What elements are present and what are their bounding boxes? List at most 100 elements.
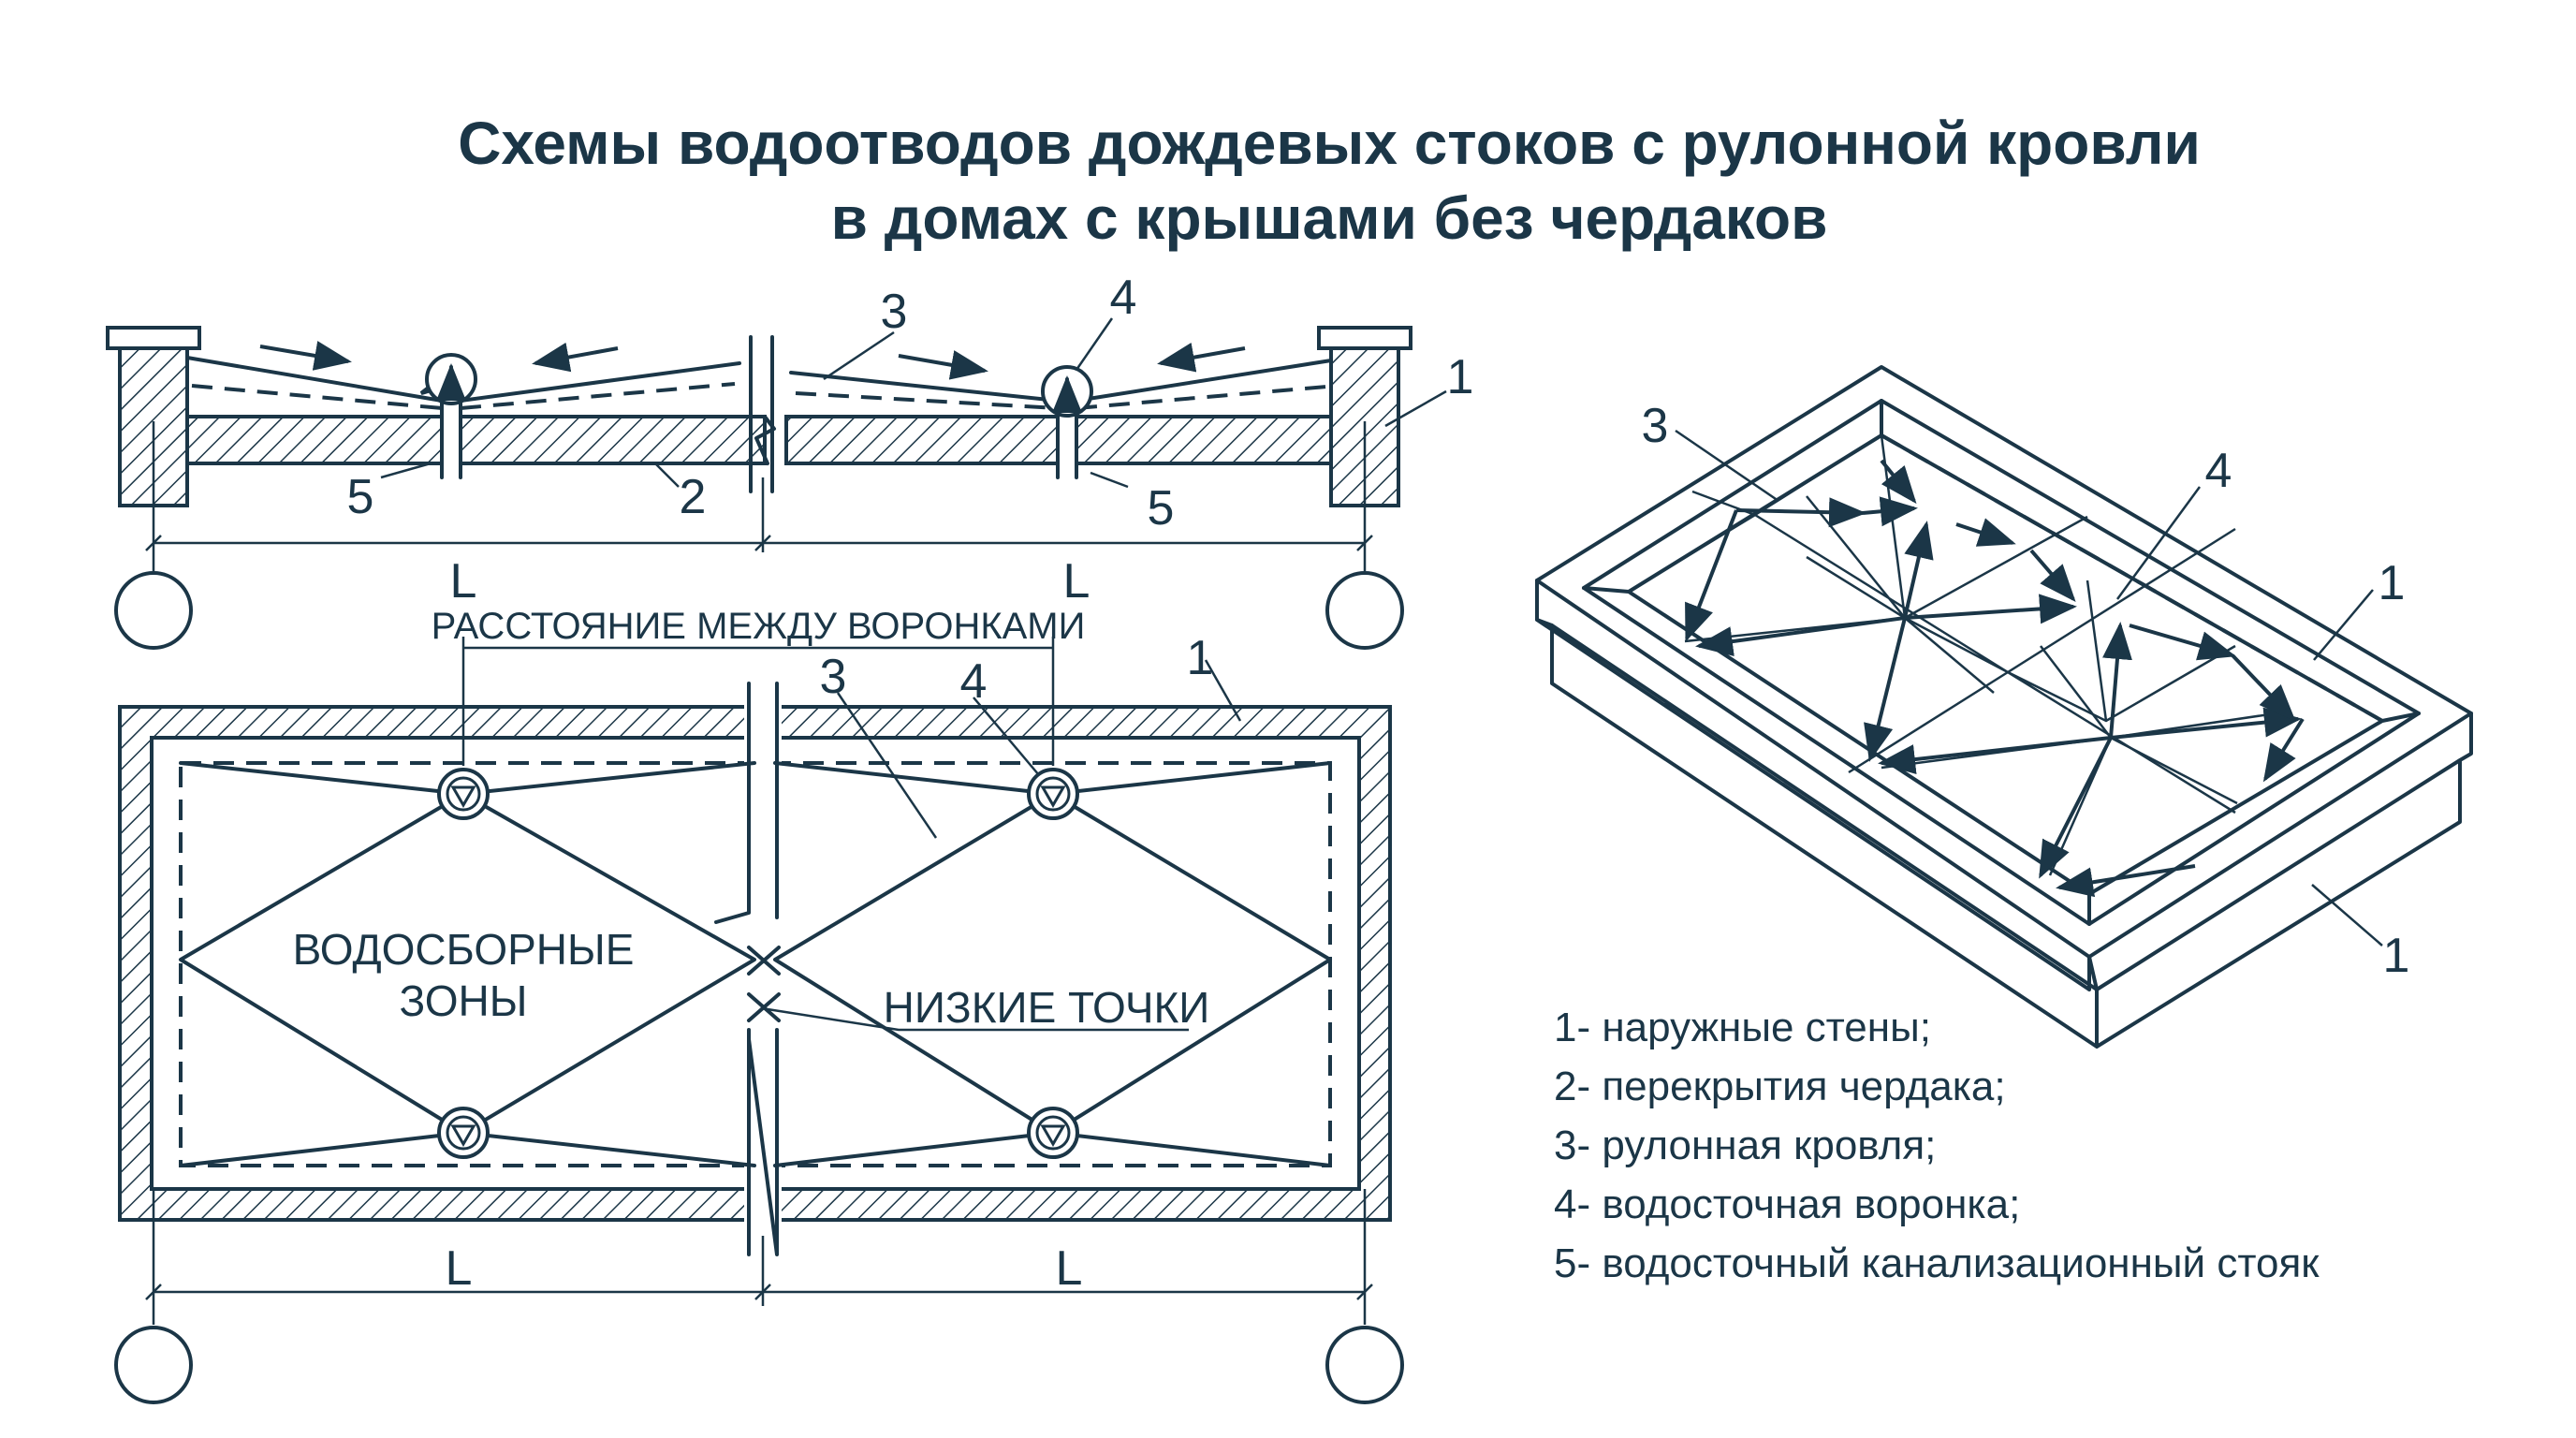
flow-arrow-3 <box>898 350 988 380</box>
iso-num-1a: 1 <box>2378 556 2406 610</box>
iso-leader-3 <box>1675 429 1779 503</box>
plan-dim-line <box>145 1284 1373 1300</box>
iso-arrow-7 <box>1864 617 1907 762</box>
leader-1 <box>1384 389 1447 428</box>
iso-num-4: 4 <box>2205 444 2232 498</box>
iso-ridges <box>1684 490 2290 876</box>
low-points-leader <box>767 1007 1189 1032</box>
plan-span-right: L <box>1056 1241 1083 1296</box>
plan-funnel-2 <box>1027 768 1079 820</box>
roof-right-2 <box>795 385 1327 410</box>
axis-marker-left-top <box>114 571 193 650</box>
leader-5a <box>380 462 432 479</box>
slab-left-a <box>185 415 444 465</box>
leader-4 <box>1075 317 1114 371</box>
wall-cap-right <box>1317 326 1412 350</box>
section-num-1: 1 <box>1447 350 1474 404</box>
plan-num-3: 3 <box>820 650 847 704</box>
legend-item-1: 1- наружные стены; <box>1554 1005 1931 1050</box>
plan-funnel-4 <box>1027 1107 1079 1159</box>
legend-item-2: 2- перекрытия чердака; <box>1554 1064 2006 1109</box>
leader-5b <box>1090 471 1129 489</box>
flow-arrow-1 <box>259 341 352 371</box>
iso-leader-4 <box>2115 486 2202 600</box>
plan-num-1: 1 <box>1187 631 1214 685</box>
section-break <box>749 335 776 493</box>
leader-3 <box>823 330 895 381</box>
iso-arrow-3 <box>1862 496 1918 527</box>
iso-arrow-17 <box>2262 717 2305 783</box>
wall-cap-left <box>106 326 201 350</box>
iso-arrow-4 <box>1880 459 1917 505</box>
flow-arrow-4 <box>1157 342 1246 373</box>
plan-leader-3 <box>836 692 938 839</box>
slab-right-a <box>784 415 1060 465</box>
low-point-1 <box>747 946 781 976</box>
axis-marker-right-bottom <box>1325 1326 1404 1404</box>
section-num-5b: 5 <box>1148 481 1175 536</box>
section-span-left: L <box>450 554 477 609</box>
iso-leader-1a <box>2313 589 2374 661</box>
low-point-2 <box>747 992 781 1022</box>
section-axes <box>152 421 1367 571</box>
section-num-3: 3 <box>881 285 908 339</box>
iso-arrow-11 <box>1878 736 2112 774</box>
iso-arrow-1 <box>1685 509 1738 642</box>
iso-leader-1b <box>2311 884 2383 946</box>
riser-right <box>1056 410 1078 479</box>
plan-view: РАССТОЯНИЕ МЕЖДУ ВОРОНКАМИ ВОДОСБОРНЫЕ З… <box>114 606 1404 1404</box>
funnel-distance-line <box>461 637 1055 766</box>
legend-item-4: 4- водосточная воронка; <box>1554 1181 2020 1227</box>
iso-roof-edge <box>1582 399 2421 926</box>
roof-left-2 <box>191 382 736 410</box>
title-line-1: Схемы водоотводов дождевых стоков с руло… <box>458 110 2201 177</box>
legend-item-5: 5- водосточный канализационный стояк <box>1554 1240 2320 1286</box>
iso-view: 3 4 1 1 <box>1535 365 2473 1049</box>
iso-arrow-5 <box>1695 616 1906 656</box>
iso-arrow-2 <box>1735 497 1866 528</box>
iso-arrow-6 <box>1903 521 1934 619</box>
iso-arrow-14 <box>2110 707 2302 740</box>
roof-left-1 <box>185 356 741 403</box>
zone-right <box>773 761 1332 1167</box>
zones-label-2: ЗОНЫ <box>400 976 528 1025</box>
iso-arrow-18 <box>2056 864 2196 898</box>
section-num-4: 4 <box>1110 271 1137 325</box>
iso-top-inner <box>1582 399 2421 926</box>
iso-side-edges <box>1535 618 2099 991</box>
legend: 1- наружные стены; 2- перекрытия чердака… <box>1554 1005 2320 1286</box>
low-points-label: НИЗКИЕ ТОЧКИ <box>884 983 1210 1032</box>
riser-left <box>440 401 462 479</box>
iso-arrow-10 <box>2029 549 2076 603</box>
plan-axes <box>152 1189 1367 1325</box>
roof-right-1 <box>789 359 1333 403</box>
iso-arrow-8 <box>1904 594 2077 624</box>
iso-arrow-9 <box>1955 518 2016 547</box>
iso-num-1b: 1 <box>2383 929 2410 983</box>
slab-right-b <box>1075 415 1333 465</box>
plan-leader-4 <box>973 697 1040 776</box>
section-num-2: 2 <box>680 470 707 524</box>
plan-break-lines <box>714 682 779 1256</box>
axis-marker-right-top <box>1325 571 1404 650</box>
section-num-5a: 5 <box>347 470 374 524</box>
plan-funnel-1 <box>437 768 490 820</box>
leader-2 <box>654 462 680 488</box>
funnel-distance-label: РАССТОЯНИЕ МЕЖДУ ВОРОНКАМИ <box>432 606 1086 647</box>
section-dim-line <box>145 535 1373 551</box>
plan-span-left: L <box>446 1241 473 1296</box>
title-line-2: в домах с крышами без чердаков <box>831 184 1828 252</box>
slab-left-b <box>459 415 767 465</box>
flow-arrow-2 <box>532 342 619 373</box>
iso-arrow-12 <box>2039 737 2113 879</box>
plan-num-4: 4 <box>960 654 988 709</box>
section-span-right: L <box>1063 554 1090 609</box>
plan-leader-1 <box>1204 659 1242 722</box>
zones-label-1: ВОДОСБОРНЫЕ <box>293 925 635 974</box>
legend-item-3: 3- рулонная кровля; <box>1554 1123 1936 1168</box>
iso-arrow-15 <box>2129 624 2236 661</box>
iso-arrow-16 <box>2231 653 2296 722</box>
section-view: 3 4 1 2 5 5 L L <box>106 271 1474 650</box>
plan-funnel-3 <box>437 1107 490 1159</box>
